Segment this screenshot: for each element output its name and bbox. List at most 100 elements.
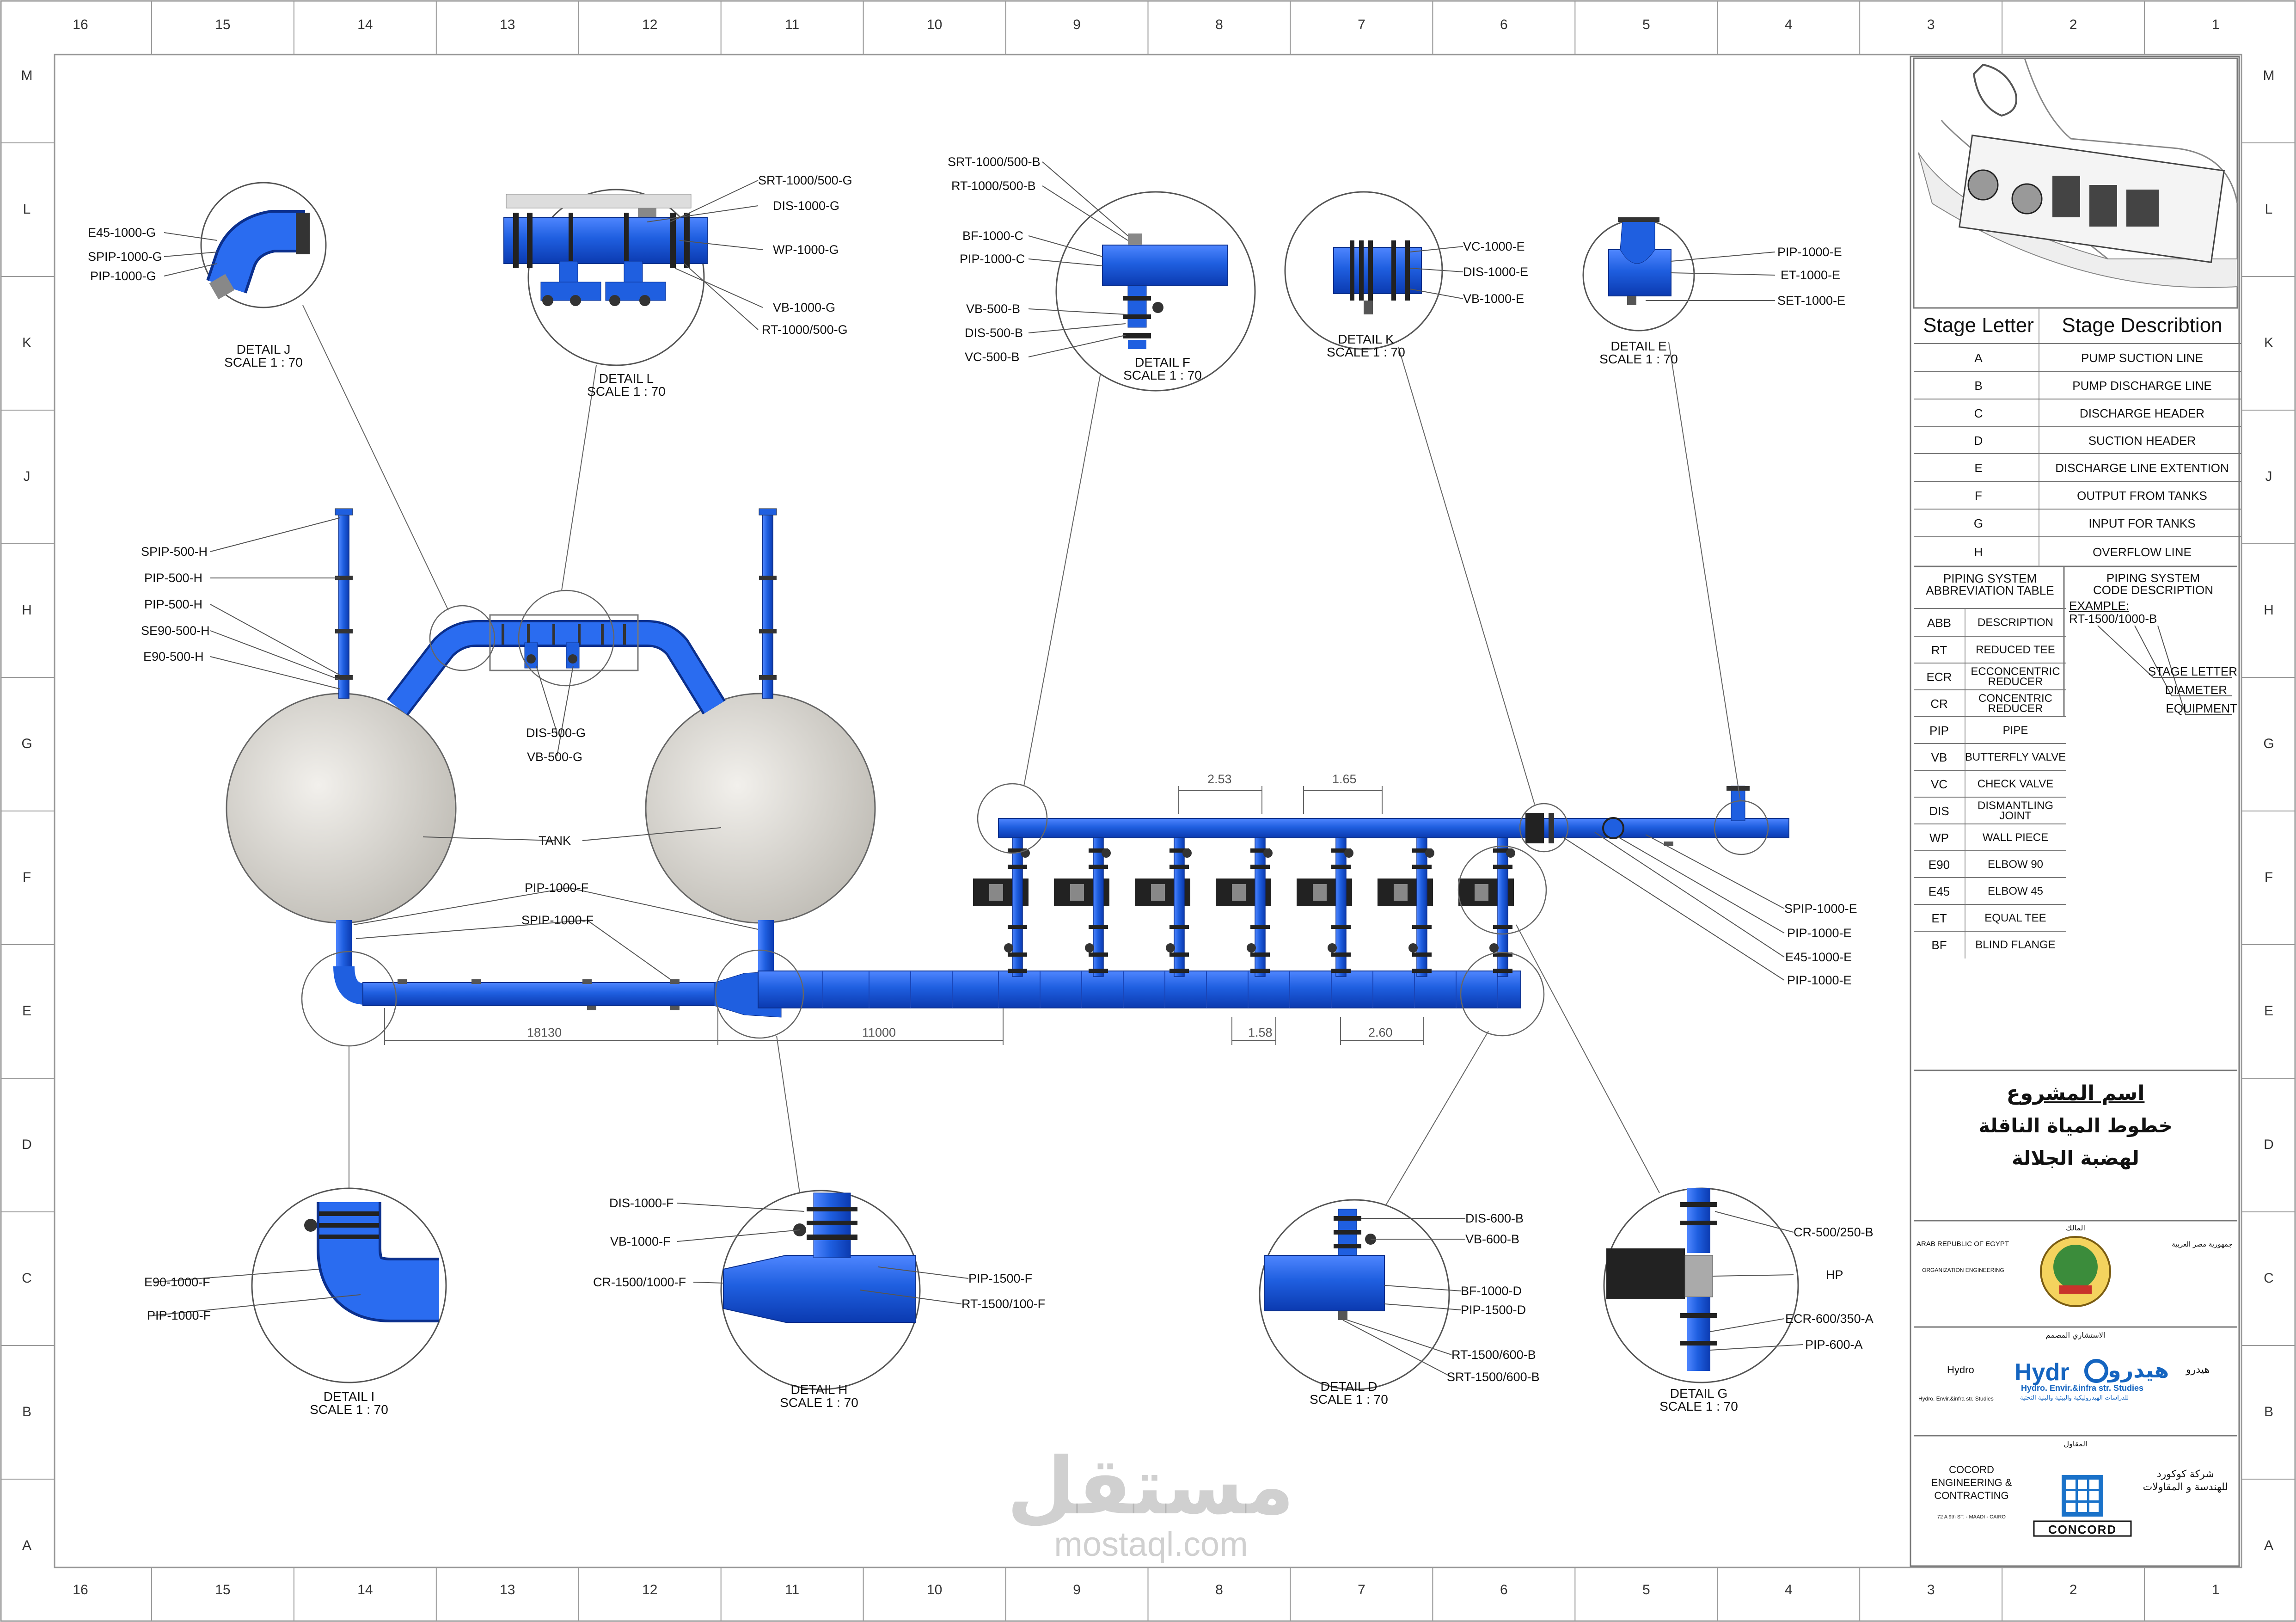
frame-column-label: 3 <box>1927 1582 1935 1597</box>
frame-row-label: F <box>22 869 31 885</box>
hydro-ar-sub: للدراسات الهيدروليكية والبيئية والبنية ا… <box>2020 1395 2129 1401</box>
code-desc-leaders <box>2097 625 2232 715</box>
callout-label: E45-1000-G <box>88 226 156 240</box>
hydro-sub-left: Hydro. Envir.&infra str. Studies <box>1918 1395 1994 1402</box>
dimension-value: 1.65 <box>1332 772 1357 786</box>
cocord-ar-line: شركة كوكورد <box>2156 1468 2214 1480</box>
callout-label: E90-500-H <box>143 650 204 664</box>
stage-table-header-desc: Stage Describtion <box>2062 314 2223 337</box>
suction-header <box>333 920 1521 1018</box>
concord-logo-mark <box>2033 1475 2132 1537</box>
frame-column-label: 16 <box>73 17 88 32</box>
detail-i-bubble <box>251 1187 447 1383</box>
detail-k-bubble <box>1284 191 1443 350</box>
abbr-desc: CONCENTRIC REDUCER <box>1978 692 2052 715</box>
frame-column-label: 10 <box>926 1582 943 1597</box>
stage-code: G <box>1973 516 1984 530</box>
callout-label: CR-500/250-B <box>1794 1225 1874 1239</box>
abbr-code: ET <box>1914 905 1965 932</box>
frame-row-label: F <box>2264 869 2273 885</box>
project-line-2: لهضبة الجلالة <box>2012 1147 2139 1169</box>
callout-label: DIS-600-B <box>1465 1211 1524 1225</box>
pump-unit <box>1458 837 1515 977</box>
detail-scale: SCALE 1 : 70 <box>310 1402 388 1417</box>
callout-label: SPIP-500-H <box>141 545 208 559</box>
callout-leaders <box>153 161 1803 1377</box>
frame-column-label: 6 <box>1500 1582 1508 1597</box>
code-desc-title-line: PIPING SYSTEM <box>2106 571 2200 585</box>
detail-scale: SCALE 1 : 70 <box>1599 352 1678 366</box>
callout-label: VB-600-B <box>1465 1232 1520 1246</box>
table-row: H OVERFLOW LINE <box>1914 536 2241 566</box>
concord-logo-text: CONCORD <box>2048 1523 2117 1536</box>
frame-row-label: A <box>22 1537 31 1553</box>
abbr-desc: ELBOW 90 <box>1987 858 2044 871</box>
callout-label: E45-1000-E <box>1785 950 1852 964</box>
frame-row-label: B <box>2264 1404 2273 1419</box>
abbr-code: PIP <box>1914 717 1965 744</box>
overflow-pipe-right <box>759 508 777 699</box>
abbr-title: PIPING SYSTEM ABBREVIATION TABLE <box>1914 572 2066 596</box>
detail-scale: SCALE 1 : 70 <box>1310 1392 1388 1407</box>
abbr-code: VB <box>1914 744 1965 771</box>
frame-row-label: G <box>21 736 32 751</box>
hydro-en: Hydro <box>1947 1364 1974 1376</box>
frame-row-label: A <box>2264 1537 2273 1553</box>
frame-row-label: D <box>2264 1137 2274 1152</box>
abbr-title-line: PIPING SYSTEM <box>1943 571 2037 585</box>
abbr-desc: REDUCED TEE <box>1976 644 2055 656</box>
frame-row-label: C <box>22 1270 32 1286</box>
owner-label: المالك <box>2066 1223 2085 1232</box>
frame-row-label: E <box>22 1003 31 1019</box>
stage-code: D <box>1974 434 1983 448</box>
stage-code: A <box>1974 351 1983 365</box>
callout-label: ECR-600/350-A <box>1785 1312 1874 1326</box>
code-description: PIPING SYSTEM CODE DESCRIPTION EXAMPLE: … <box>2065 571 2241 724</box>
frame-row-label: D <box>22 1137 32 1152</box>
hydro-logo-sub: Hydro. Envir.&infra str. Studies <box>2021 1383 2144 1393</box>
example-label: EXAMPLE: <box>2069 599 2130 613</box>
frame-row-label: J <box>2265 468 2272 484</box>
abbreviation-table: PIPING SYSTEM ABBREVIATION TABLE ABB DES… <box>1914 568 2066 965</box>
frame-row-label: L <box>2265 201 2273 217</box>
callout-label: SPIP-1000-E <box>1784 902 1857 915</box>
pump-unit <box>1135 837 1192 977</box>
detail-l-bubble <box>503 189 708 366</box>
stage-desc: DISCHARGE HEADER <box>2079 406 2205 420</box>
frame-column-label: 7 <box>1358 17 1365 32</box>
frame-column-label: 10 <box>926 17 943 32</box>
frame-row-label: M <box>21 68 33 83</box>
frame-column-label: 8 <box>1215 17 1223 32</box>
frame-column-label: 11 <box>785 1582 800 1597</box>
frame-column-label: 5 <box>1642 17 1650 32</box>
callout-label: RT-1000/500-G <box>762 323 848 337</box>
frame-row-label: B <box>22 1404 31 1419</box>
stage-table-header-letter: Stage Letter <box>1923 314 2034 337</box>
hydro-ar: هيدرو <box>2186 1364 2210 1376</box>
frame-row-label: J <box>23 468 31 484</box>
detail-j-bubble <box>200 182 327 308</box>
example-code: RT-1500/1000-B <box>2069 612 2157 626</box>
frame-row-label: H <box>22 602 32 618</box>
callout-label: PIP-1500-D <box>1461 1303 1526 1317</box>
code-desc-title-line: CODE DESCRIPTION <box>2093 583 2214 597</box>
frame-column-label: 14 <box>357 17 373 32</box>
callout-label: VB-1000-E <box>1463 292 1525 306</box>
frame-column-label: 15 <box>215 1582 231 1597</box>
frame-column-label: 16 <box>73 1582 88 1597</box>
egypt-emblem-logo <box>2040 1236 2111 1307</box>
frame-row-label: H <box>2264 602 2274 618</box>
callout-label: ET-1000-E <box>1781 268 1841 282</box>
code-desc-title: PIPING SYSTEM CODE DESCRIPTION <box>2065 572 2241 596</box>
code-desc-diameter: DIAMETER <box>2165 683 2227 697</box>
discharge-header <box>998 786 1789 846</box>
abbr-desc: ELBOW 45 <box>1987 885 2044 897</box>
